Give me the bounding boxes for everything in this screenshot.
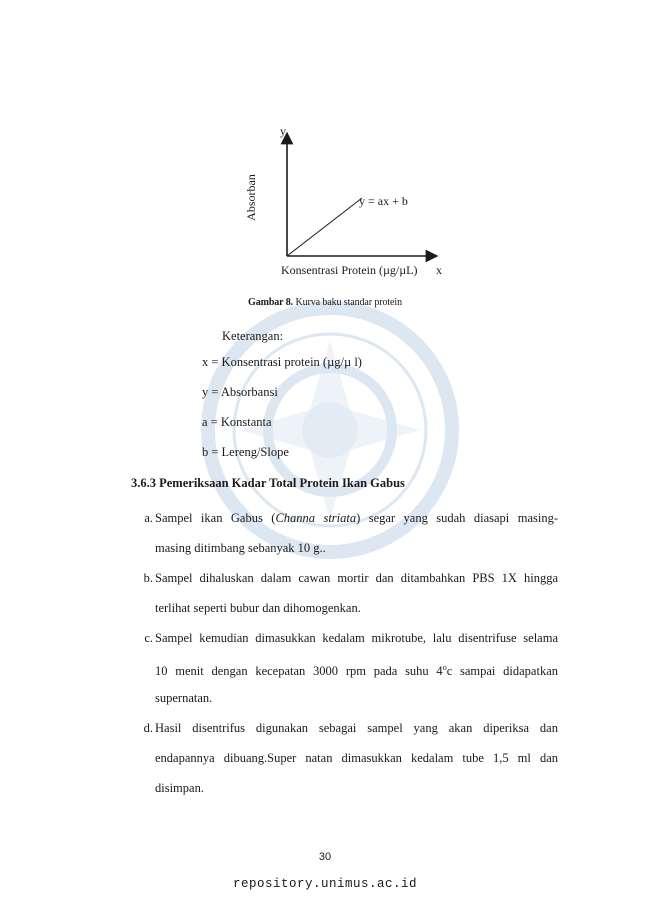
section-heading: 3.6.3 Pemeriksaan Kadar Total Protein Ik… xyxy=(131,476,405,490)
list-item: c. Sampel kemudian dimasukkan kedalam mi… xyxy=(131,623,558,713)
equation-label: y = ax + b xyxy=(359,194,408,208)
list-item: b. Sampel dihaluskan dalam cawan mortir … xyxy=(131,563,558,623)
legend-item-y: y = Absorbansi xyxy=(202,385,278,399)
y-axis-label: Absorban xyxy=(243,174,258,221)
standard-curve-plot xyxy=(280,131,439,263)
list-item: d. Hasil disentrifus digunakan sebagai s… xyxy=(131,713,558,803)
figure-caption: Gambar 8. Kurva baku standar protein xyxy=(0,297,650,308)
list-item-line: Sampel ikan Gabus (Channa striata) segar… xyxy=(155,503,558,533)
list-item-line: Hasil disentrifus digunakan sebagai samp… xyxy=(155,721,558,735)
list-marker: a. xyxy=(144,511,153,525)
page-number: 30 xyxy=(318,851,332,863)
legend-item-b: b = Lereng/Slope xyxy=(202,445,289,459)
degree-superscript: o xyxy=(442,663,447,672)
y-axis-letter: y xyxy=(280,124,286,138)
text-segment: c sampai didapatkan xyxy=(446,664,558,679)
standard-curve-figure: y Absorban y = ax + b Konsentrasi Protei… xyxy=(240,120,460,290)
figure-caption-label: Gambar 8. xyxy=(248,297,294,308)
list-marker: c. xyxy=(144,631,153,645)
x-axis-letter: x xyxy=(436,263,442,277)
list-item: a. Sampel ikan Gabus (Channa striata) se… xyxy=(131,503,558,563)
repository-footer: repository.unimus.ac.id xyxy=(232,877,418,891)
procedure-list: a. Sampel ikan Gabus (Channa striata) se… xyxy=(131,503,558,803)
legend-item-x: x = Konsentrasi protein (µg/µ l) xyxy=(202,355,362,369)
list-item-line: Sampel kemudian dimasukkan kedalam mikro… xyxy=(155,631,558,645)
legend-title: Keterangan: xyxy=(222,329,284,343)
legend-item-a: a = Konstanta xyxy=(202,415,272,429)
species-name: Channa striata xyxy=(275,511,357,525)
text-segment: Sampel ikan Gabus ( xyxy=(155,511,276,525)
list-item-line: 10 menit dengan kecepatan 3000 rpm pada … xyxy=(155,653,558,683)
x-axis-label: Konsentrasi Protein (µg/µL) xyxy=(281,263,418,277)
regression-line xyxy=(286,197,363,257)
list-item-line: disimpan. xyxy=(155,781,204,795)
list-marker: b. xyxy=(143,571,153,585)
list-item-line: masing ditimbang sebanyak 10 g.. xyxy=(155,541,326,555)
list-item-line: Sampel dihaluskan dalam cawan mortir dan… xyxy=(155,571,558,585)
text-segment: 10 menit dengan kecepatan 3000 rpm pada … xyxy=(155,664,443,679)
text-segment: ) segar yang sudah diasapi masing- xyxy=(356,511,558,525)
figure-caption-text: Kurva baku standar protein xyxy=(293,297,402,308)
list-marker: d. xyxy=(143,721,153,735)
list-item-line: terlihat seperti bubur dan dihomogenkan. xyxy=(155,601,361,615)
list-item-line: supernatan. xyxy=(155,691,213,705)
list-item-line: endapannya dibuang.Super natan dimasukka… xyxy=(155,751,558,765)
